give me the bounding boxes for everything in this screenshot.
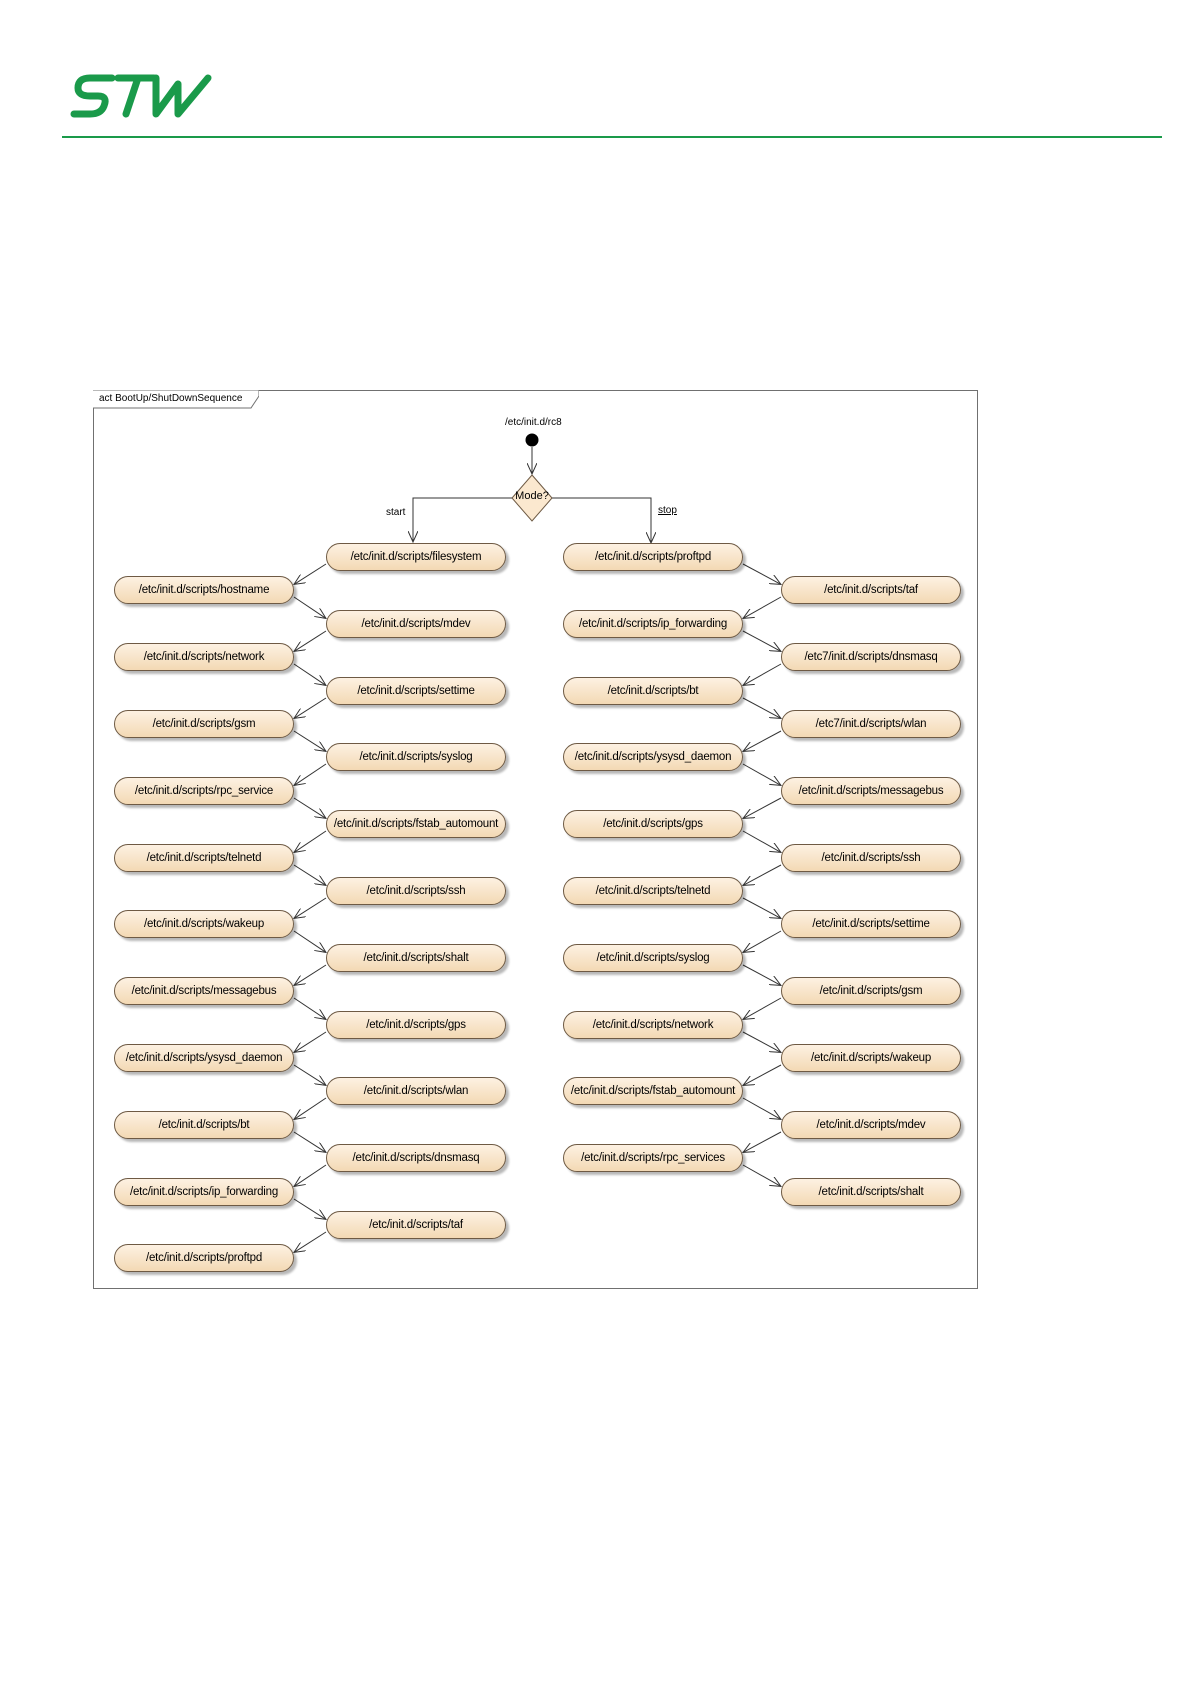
start-action-19: /etc/init.d/scripts/dnsmasq — [326, 1144, 506, 1172]
start-action-20: /etc/init.d/scripts/ip_forwarding — [114, 1178, 294, 1206]
start-action-9: /etc/init.d/scripts/fstab_automount — [326, 810, 506, 838]
start-flow-1 — [294, 563, 327, 584]
start-action-3: /etc/init.d/scripts/mdev — [326, 610, 506, 638]
stop-flow-14 — [743, 997, 782, 1019]
initial-label: /etc/init.d/rc8 — [505, 417, 562, 428]
start-flow-4 — [293, 663, 326, 685]
start-flow-14 — [293, 997, 326, 1019]
start-action-13: /etc/init.d/scripts/shalt — [326, 944, 506, 972]
start-action-16: /etc/init.d/scripts/ysysd_daemon — [114, 1044, 294, 1072]
diagram-frame — [93, 390, 978, 1289]
stop-action-12: /etc/init.d/scripts/settime — [781, 910, 961, 938]
start-flow-3 — [294, 630, 327, 651]
stop-flow — [552, 497, 651, 543]
stop-flow-5 — [742, 697, 781, 718]
stop-action-6: /etc7/init.d/scripts/wlan — [781, 710, 961, 738]
start-flow-11 — [294, 897, 327, 918]
start-flow-12 — [293, 930, 326, 952]
stop-action-18: /etc/init.d/scripts/mdev — [781, 1111, 961, 1139]
start-action-15: /etc/init.d/scripts/gps — [326, 1011, 506, 1039]
stop-action-19: /etc/init.d/scripts/rpc_services — [563, 1144, 743, 1172]
stop-flow-4 — [743, 663, 782, 685]
start-flow-17 — [294, 1097, 327, 1119]
start-flow-21 — [294, 1231, 327, 1252]
stop-flow-6 — [743, 730, 782, 751]
stop-flow-1 — [742, 563, 781, 584]
start-action-18: /etc/init.d/scripts/bt — [114, 1111, 294, 1139]
start-flow-19 — [294, 1164, 327, 1186]
start-flow-8 — [293, 797, 326, 818]
start-flow-20 — [293, 1198, 326, 1219]
stw-logo — [70, 74, 212, 118]
stop-action-11: /etc/init.d/scripts/telnetd — [563, 877, 743, 905]
stop-label: stop — [658, 505, 677, 516]
stop-flow-16 — [743, 1064, 782, 1085]
start-action-21: /etc/init.d/scripts/taf — [326, 1211, 506, 1239]
stop-flow-18 — [743, 1131, 782, 1152]
stop-flow-12 — [743, 930, 782, 952]
stop-action-17: /etc/init.d/scripts/fstab_automount — [563, 1077, 743, 1105]
start-flow-2 — [293, 596, 326, 618]
start-action-12: /etc/init.d/scripts/wakeup — [114, 910, 294, 938]
stop-action-2: /etc/init.d/scripts/taf — [781, 576, 961, 604]
stop-action-15: /etc/init.d/scripts/network — [563, 1011, 743, 1039]
stop-flow-8 — [743, 797, 782, 818]
frame-title: act BootUp/ShutDownSequence — [99, 393, 243, 404]
start-flow-5 — [294, 697, 327, 718]
start-action-4: /etc/init.d/scripts/network — [114, 643, 294, 671]
stop-action-9: /etc/init.d/scripts/gps — [563, 810, 743, 838]
start-flow-9 — [294, 830, 327, 852]
stop-action-14: /etc/init.d/scripts/gsm — [781, 977, 961, 1005]
start-action-10: /etc/init.d/scripts/telnetd — [114, 844, 294, 872]
start-flow-15 — [294, 1031, 327, 1052]
start-action-6: /etc/init.d/scripts/gsm — [114, 710, 294, 738]
stop-action-8: /etc/init.d/scripts/messagebus — [781, 777, 961, 805]
stop-action-3: /etc/init.d/scripts/ip_forwarding — [563, 610, 743, 638]
start-flow-6 — [293, 730, 326, 751]
start-action-5: /etc/init.d/scripts/settime — [326, 677, 506, 705]
start-flow-16 — [293, 1064, 326, 1085]
start-flow-13 — [294, 964, 327, 985]
start-flow — [413, 497, 512, 542]
header-divider — [62, 136, 1162, 138]
start-action-17: /etc/init.d/scripts/wlan — [326, 1077, 506, 1105]
stop-flow-13 — [742, 964, 781, 985]
stop-flow-7 — [742, 763, 781, 785]
start-action-2: /etc/init.d/scripts/hostname — [114, 576, 294, 604]
stop-flow-15 — [742, 1031, 781, 1052]
frame-tab — [93, 390, 259, 409]
stop-action-7: /etc/init.d/scripts/ysysd_daemon — [563, 743, 743, 771]
stop-flow-11 — [742, 897, 781, 918]
stop-flow-9 — [742, 830, 781, 852]
stop-action-5: /etc/init.d/scripts/bt — [563, 677, 743, 705]
start-label: start — [386, 507, 406, 518]
stop-action-1: /etc/init.d/scripts/proftpd — [563, 543, 743, 571]
start-action-22: /etc/init.d/scripts/proftpd — [114, 1244, 294, 1272]
start-flow-7 — [294, 763, 327, 785]
stop-action-20: /etc/init.d/scripts/shalt — [781, 1178, 961, 1206]
start-action-7: /etc/init.d/scripts/syslog — [326, 743, 506, 771]
decision-node — [511, 474, 553, 522]
start-flow-10 — [293, 864, 326, 885]
stop-flow-10 — [743, 864, 782, 885]
stop-action-13: /etc/init.d/scripts/syslog — [563, 944, 743, 972]
stop-action-4: /etc7/init.d/scripts/dnsmasq — [781, 643, 961, 671]
decision-label: Mode? — [515, 490, 549, 502]
start-action-1: /etc/init.d/scripts/filesystem — [326, 543, 506, 571]
stop-flow-17 — [742, 1097, 781, 1119]
start-action-11: /etc/init.d/scripts/ssh — [326, 877, 506, 905]
initial-node — [525, 433, 539, 447]
stop-flow-19 — [742, 1164, 781, 1186]
start-action-8: /etc/init.d/scripts/rpc_service — [114, 777, 294, 805]
stop-action-16: /etc/init.d/scripts/wakeup — [781, 1044, 961, 1072]
stop-flow-3 — [742, 630, 781, 651]
start-flow-18 — [293, 1131, 326, 1152]
start-action-14: /etc/init.d/scripts/messagebus — [114, 977, 294, 1005]
stop-flow-2 — [743, 596, 782, 618]
stop-action-10: /etc/init.d/scripts/ssh — [781, 844, 961, 872]
